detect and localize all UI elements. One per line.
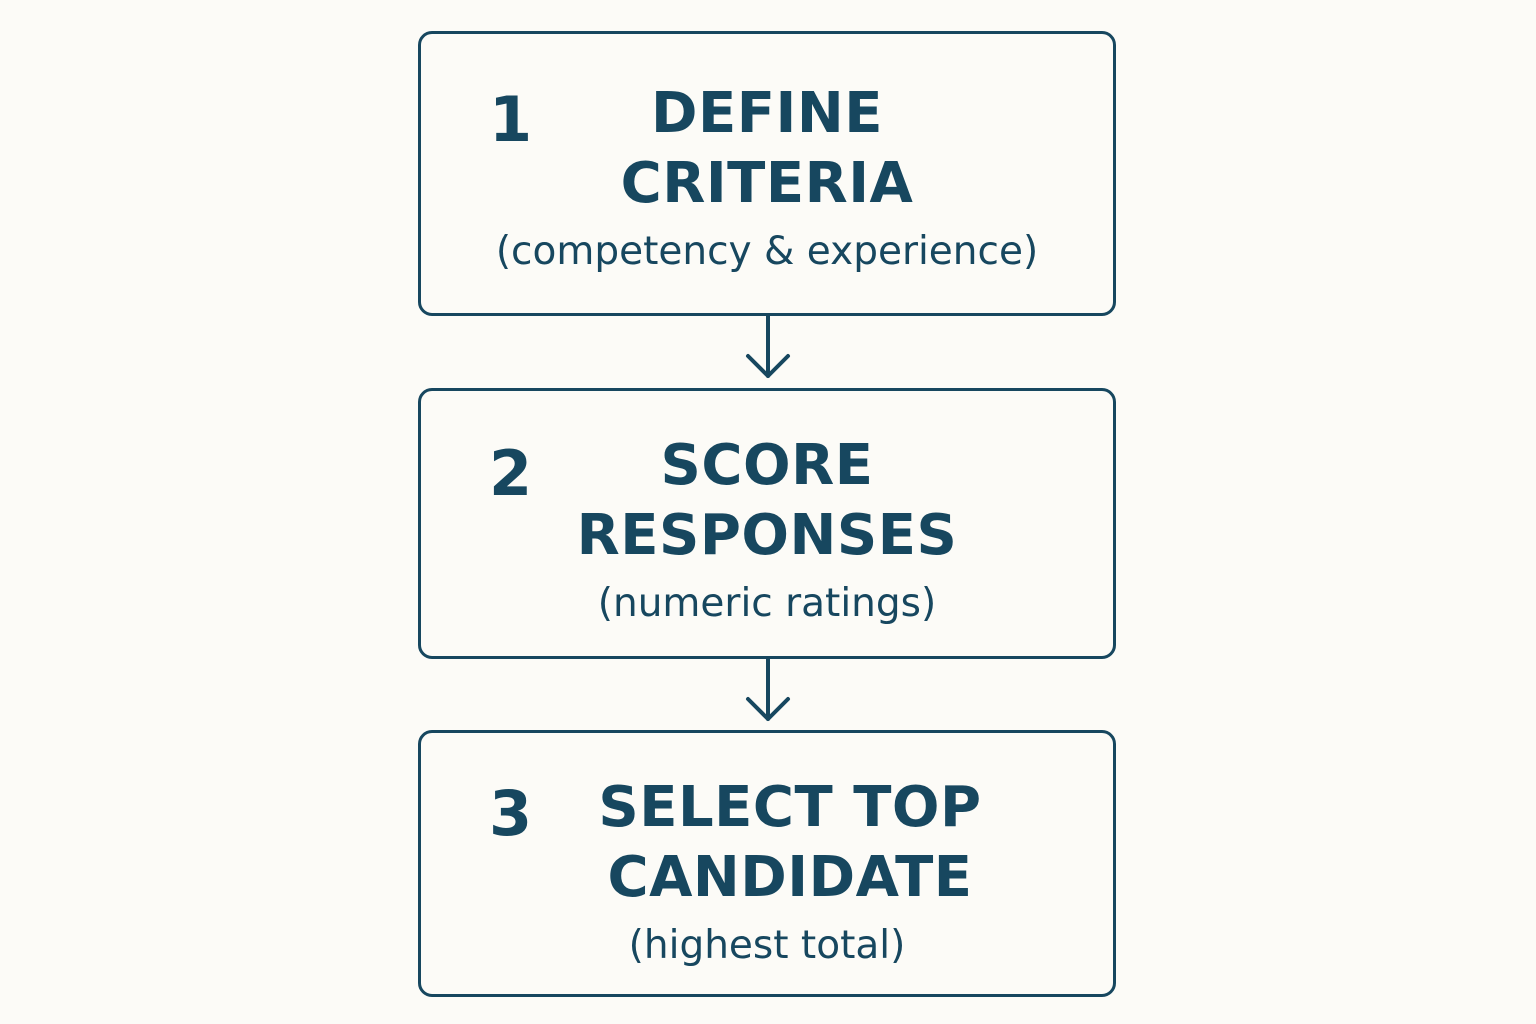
step-title-line: CANDIDATE xyxy=(607,845,973,910)
step-subtitle: (highest total) xyxy=(628,923,906,968)
step-title-line: CRITERIA xyxy=(620,151,914,216)
step-title: SCORE RESPONSES xyxy=(421,431,1113,571)
step-title-line: DEFINE xyxy=(651,81,883,146)
step-box-define-criteria: 1 DEFINE CRITERIA (competency & experien… xyxy=(418,31,1116,316)
step-number: 2 xyxy=(489,437,533,510)
step-title-line: SCORE xyxy=(660,433,874,498)
step-box-score-responses: 2 SCORE RESPONSES (numeric ratings) xyxy=(418,388,1116,659)
step-title: SELECT TOP CANDIDATE xyxy=(429,773,1151,913)
step-subtitle: (numeric ratings) xyxy=(597,581,937,626)
arrow-down-icon xyxy=(746,314,790,378)
step-title: DEFINE CRITERIA xyxy=(421,79,1113,219)
step-title-line: SELECT TOP xyxy=(598,775,982,840)
step-number: 1 xyxy=(489,83,533,156)
step-number: 3 xyxy=(489,777,533,850)
step-subtitle: (competency & experience) xyxy=(495,229,1039,274)
arrow-down-icon xyxy=(746,657,790,721)
step-title-line: RESPONSES xyxy=(576,503,958,568)
step-box-select-top-candidate: 3 SELECT TOP CANDIDATE (highest total) xyxy=(418,730,1116,997)
